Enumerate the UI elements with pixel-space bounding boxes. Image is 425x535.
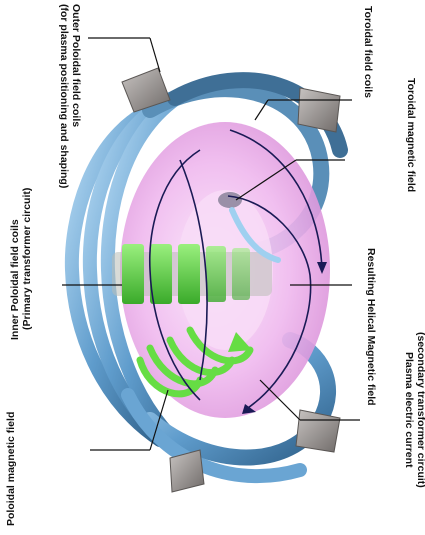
inner-poloidal-coils — [112, 244, 272, 304]
label-inner-poloidal-2: (Primary transformer circuit) — [21, 188, 33, 330]
label-toroidal-field: Toroidal magnetic field — [405, 78, 417, 192]
label-inner-poloidal-1: Inner Poloidal field coils — [9, 219, 21, 340]
label-plasma-current-1: Plasma electric current — [403, 352, 415, 468]
label-outer-poloidal-2: (for plasma positioning and shaping) — [58, 4, 70, 188]
label-helical-field: Resulting Helical Magnetic field — [365, 248, 377, 406]
label-plasma-current-2: (secondary transformer circuit) — [415, 332, 425, 488]
label-poloidal-field: Poloidal magnetic field — [5, 412, 17, 526]
label-outer-poloidal-1: Outer Poloidal field coils — [70, 4, 82, 127]
label-toroidal-coils: Toroidal field coils — [362, 6, 374, 98]
